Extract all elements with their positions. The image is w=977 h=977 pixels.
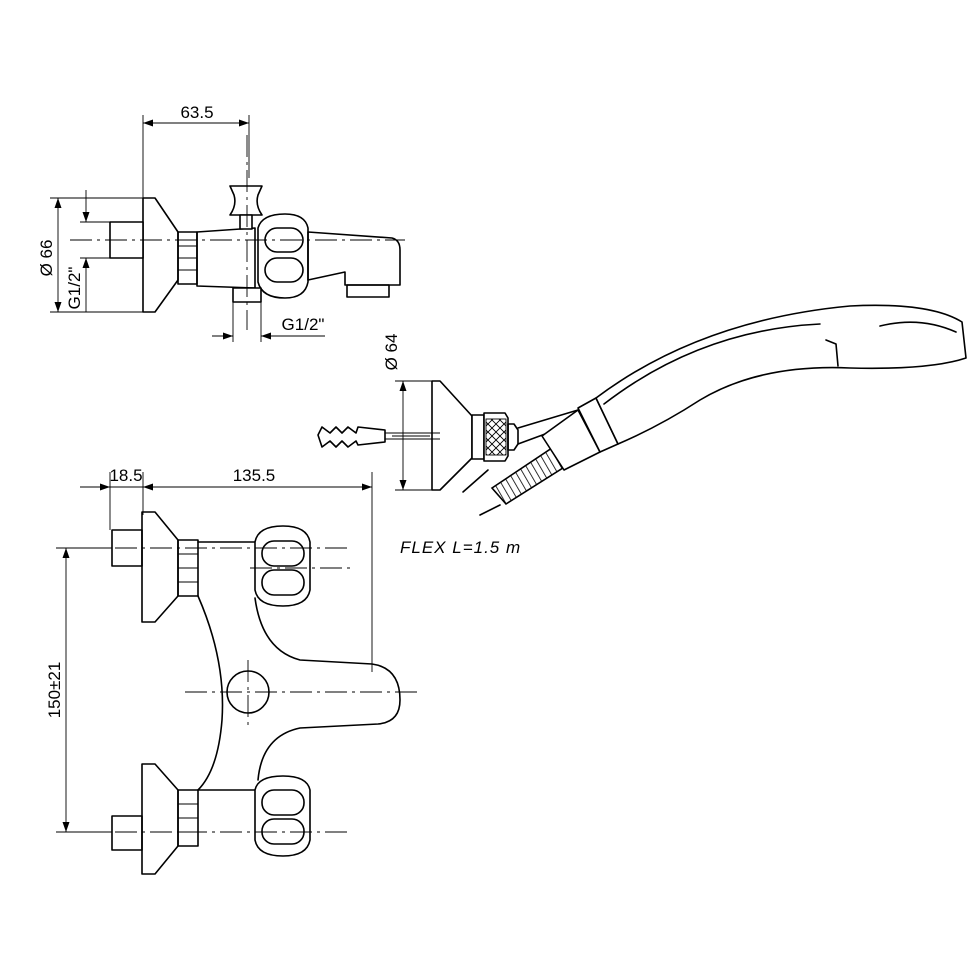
dim-63-5-label: 63.5	[180, 103, 213, 122]
inlet-pipe-bottom	[111, 815, 143, 851]
thread-left-label: G1/2"	[65, 267, 84, 310]
dim-150-label: 150±21	[45, 662, 64, 719]
side-view: 63.5 Ø 66 G1/2"	[37, 103, 405, 342]
dim-135-5-label: 135.5	[233, 466, 276, 485]
hand-shower	[595, 304, 967, 445]
thread-outlet-label: G1/2"	[282, 315, 325, 334]
mixer-body-front	[197, 595, 401, 791]
spout-side	[307, 231, 401, 286]
hose-length-label: FLEX L=1.5 m	[400, 538, 521, 557]
dim-66-label: Ø 66	[37, 240, 56, 277]
mixer-body-side	[196, 227, 256, 289]
diverter-knob	[229, 185, 263, 216]
mixer-handle-side	[257, 213, 309, 299]
dim-18-5-label: 18.5	[109, 466, 142, 485]
wall-flange-top	[141, 511, 179, 623]
handle-bottom	[254, 775, 311, 857]
shower-set: Ø 64 FLEX L=1.5 m	[317, 304, 967, 557]
hex-nut-bottom	[177, 789, 199, 847]
wall-flange	[142, 197, 179, 313]
front-view: 18.5 135.5 150±21	[45, 466, 420, 875]
dim-64-label: Ø 64	[382, 334, 401, 371]
wall-holder	[431, 380, 473, 491]
wall-flange-bottom	[141, 763, 179, 875]
wall-plug	[317, 426, 386, 448]
